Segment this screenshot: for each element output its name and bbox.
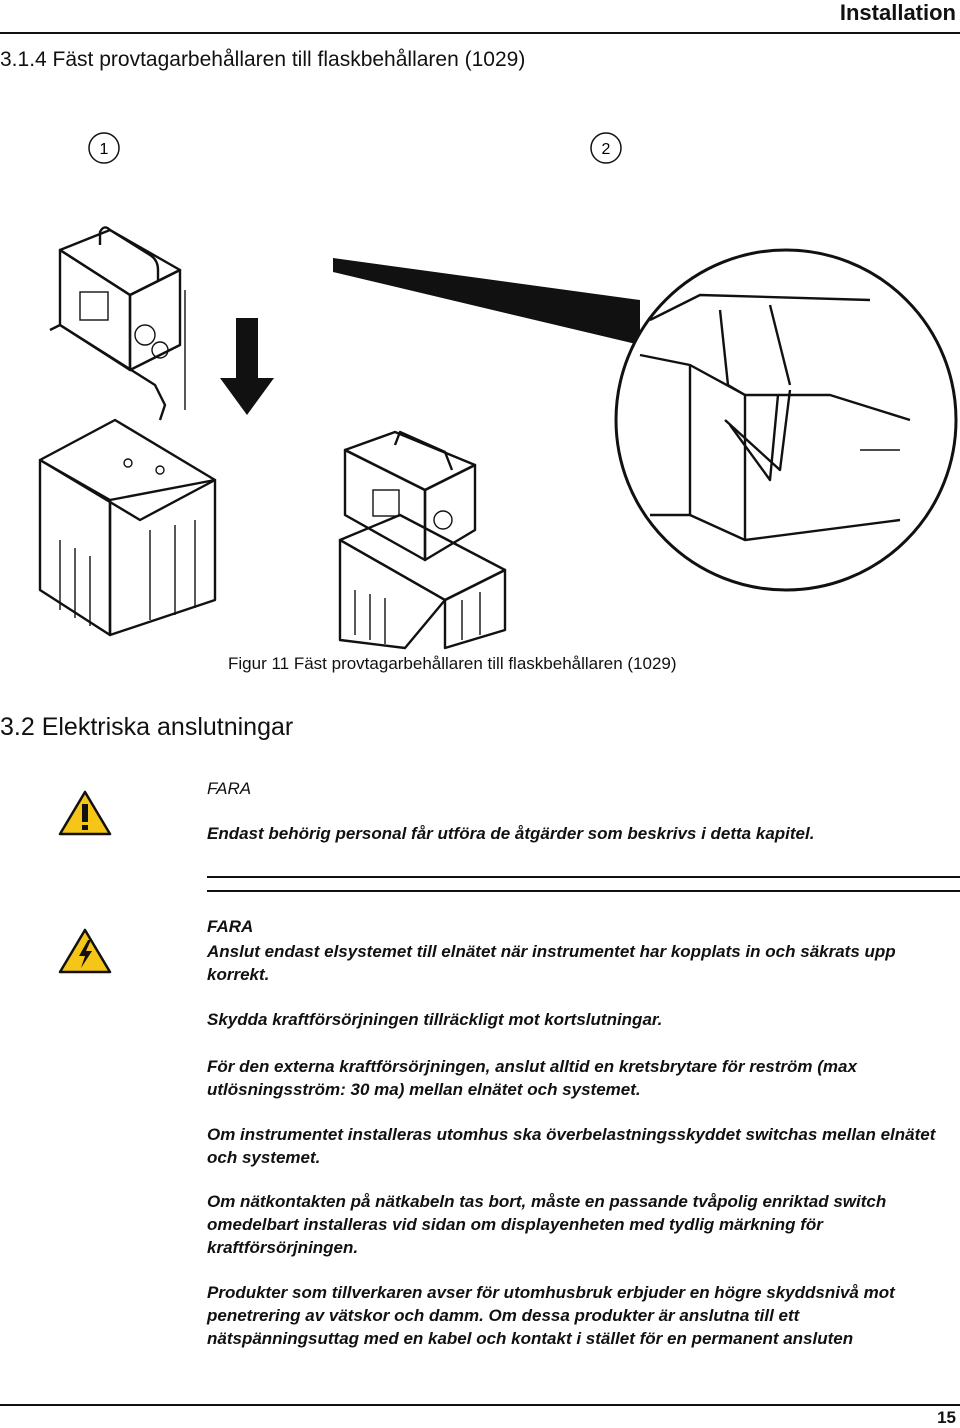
- warning-1-label: FARA: [207, 779, 252, 798]
- zoom-detail-circle: [614, 248, 958, 592]
- callout-1-label: 1: [100, 141, 109, 158]
- section-heading-3-2: 3.2 Elektriska anslutningar: [0, 713, 294, 741]
- warning-2-paragraph: För den externa kraftförsörjningen, ansl…: [207, 1057, 857, 1099]
- electrical-hazard-icon: [58, 928, 112, 974]
- divider: [207, 876, 960, 878]
- page-number: 15: [937, 1408, 956, 1427]
- warning-2-label: FARA: [207, 917, 254, 936]
- warning-2-paragraph: Skydda kraftförsörjningen tillräckligt m…: [207, 1010, 663, 1029]
- figure-caption: Figur 11 Fäst provtagarbehållaren till f…: [228, 654, 677, 673]
- section-heading-3-1-4: 3.1.4 Fäst provtagarbehållaren till flas…: [0, 48, 526, 71]
- warning-2-text: Anslut endast elsystemet till elnätet nä…: [207, 942, 896, 984]
- warning-2-paragraph: Om instrumentet installeras utomhus ska …: [207, 1125, 936, 1167]
- footer-rule: [0, 1404, 960, 1406]
- callout-1: 1: [88, 132, 120, 164]
- warning-2-paragraph: Om nätkontakten på nätkabeln tas bort, m…: [207, 1192, 887, 1257]
- zoom-callout-pointer: [333, 258, 640, 345]
- sampler-unit-left: [49, 226, 186, 421]
- bottle-container-left: [38, 418, 217, 637]
- installation-figure: 1 2: [38, 132, 958, 650]
- warning-1-text: Endast behörig personal får utföra de åt…: [207, 824, 815, 843]
- header-title: Installation: [839, 0, 956, 25]
- assembled-unit-center: [338, 430, 507, 650]
- warning-2-paragraph: Produkter som tillverkaren avser för uto…: [207, 1283, 895, 1348]
- callout-2-label: 2: [602, 141, 611, 158]
- header-rule: [0, 32, 960, 34]
- divider: [207, 890, 960, 892]
- warning-triangle-icon: [58, 790, 112, 836]
- callout-2: 2: [590, 132, 622, 164]
- arrow-down-icon: [220, 318, 274, 415]
